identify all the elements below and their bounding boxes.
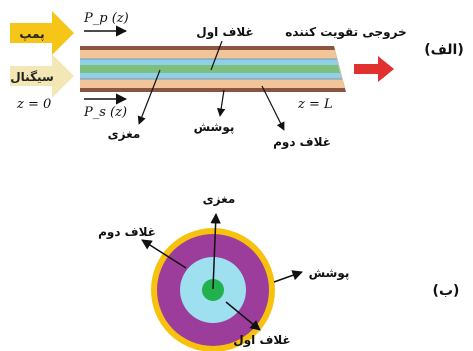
coating-label-b: پوشش	[309, 266, 350, 281]
signal-power-label: P_s (z)	[83, 105, 127, 120]
part-a-longitudinal-view: پمپ سیگنال P_p (z) P_s (z) z = 0 z = L غ…	[10, 11, 464, 150]
part-b-label: (ب)	[433, 283, 460, 299]
signal-arrow: سیگنال	[10, 54, 74, 98]
part-a-label: (الف)	[424, 42, 464, 58]
core-circle	[202, 279, 224, 301]
outer-cladding-label-a: غلاف دوم	[273, 135, 331, 150]
pump-power-label: P_p (z)	[83, 11, 129, 26]
signal-power-annotation: P_s (z)	[83, 93, 128, 120]
coating-label-a: پوشش	[194, 120, 235, 135]
z-end-label: z = L	[297, 97, 333, 112]
inner-cladding-leader-b	[225, 301, 261, 331]
pump-arrow: پمپ	[10, 11, 74, 55]
signal-label: سیگنال	[10, 70, 54, 84]
coating-leader-b	[273, 270, 303, 283]
part-b-cross-section: مغزی غلاف دوم پوشش غلاف اول (ب)	[98, 192, 459, 351]
pump-power-annotation: P_p (z)	[83, 11, 129, 37]
pump-label: پمپ	[19, 27, 44, 41]
z-start-label: z = 0	[16, 97, 51, 112]
core-band	[80, 65, 340, 73]
inner-cladding-leader	[210, 40, 223, 71]
output-arrow	[354, 56, 394, 82]
core-label-a: مغزی	[108, 127, 141, 141]
outer-cladding-label-b: غلاف دوم	[98, 225, 156, 240]
fiber-longitudinal	[80, 46, 346, 92]
coating-leader-a	[216, 89, 226, 117]
core-leader-b	[210, 212, 221, 290]
output-label: خروجی تقویت کننده	[285, 25, 406, 40]
outer-cladding-leader-a	[261, 85, 285, 131]
inner-cladding-label-a: غلاف اول	[196, 25, 253, 40]
inner-cladding-label-b: غلاف اول	[233, 333, 290, 348]
core-label-b: مغزی	[203, 192, 236, 206]
core-leader-a	[137, 69, 161, 125]
outer-cladding-leader-b	[141, 239, 187, 269]
